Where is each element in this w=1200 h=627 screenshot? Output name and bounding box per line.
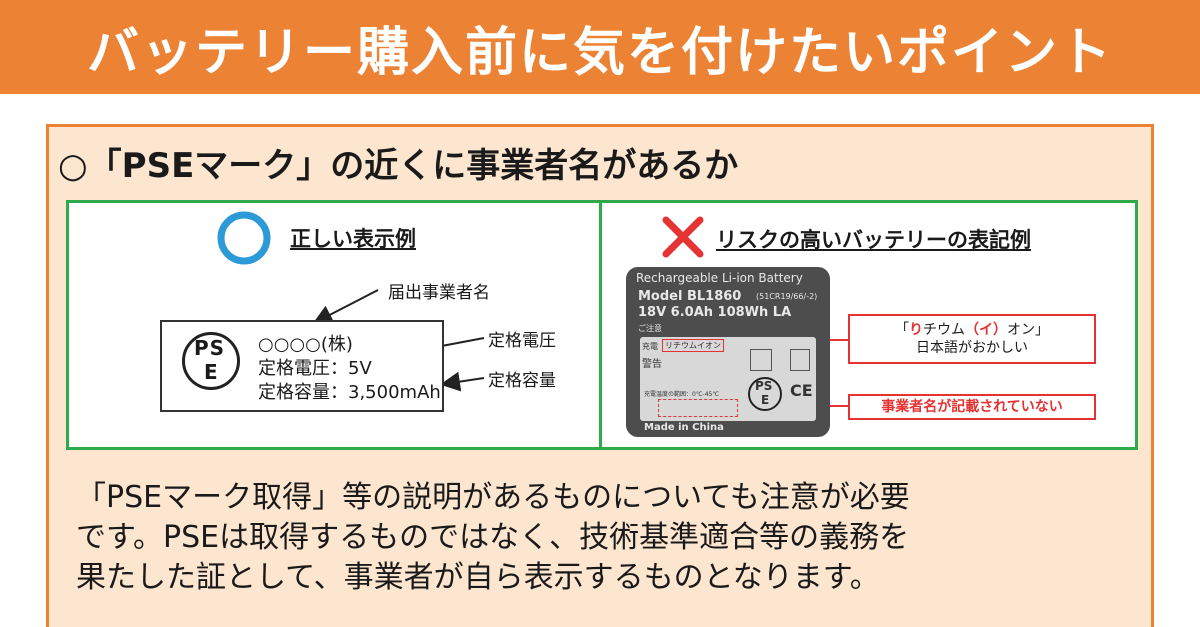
rated-capacity-label: 定格容量 <box>488 371 556 391</box>
correct-example-heading: 正しい表示例 <box>290 227 416 251</box>
battery-pse-bottom: E <box>761 393 770 407</box>
battery-pse-top: PS <box>755 379 773 393</box>
battery-model-text: Model BL1860 <box>638 289 742 304</box>
callout-strange-japanese: 日本語がおかしい <box>916 340 1028 356</box>
battery-charge-text: 充電 <box>642 342 658 351</box>
made-in-text: Made in China <box>644 422 724 433</box>
bin-icon <box>790 349 810 371</box>
japanese-error-callout: 「りチウム（イ）オン」 日本語がおかしい <box>848 314 1096 364</box>
cross-ng-icon <box>662 216 704 258</box>
battery-type-text: Rechargeable Li-ion Battery <box>636 271 803 285</box>
explanation-line-3: 果たした証として、事業者が自ら表示するものとなります。 <box>76 560 880 595</box>
comparison-divider <box>599 200 602 450</box>
recycle-icon <box>750 349 772 371</box>
pse-mark-top: PS <box>194 336 226 360</box>
explanation-line-1: 「PSEマーク取得」等の説明があるものについても注意が必要 <box>76 480 910 515</box>
risky-example-heading: リスクの高いバッテリーの表記例 <box>716 228 1031 252</box>
battery-model-sub: (51CR19/66/-2) <box>756 292 818 301</box>
explanation-paragraph: 「PSEマーク取得」等の説明があるものについても注意が必要 です。PSEは取得す… <box>76 478 1136 598</box>
battery-caution-text: ご注意 <box>638 324 662 333</box>
missing-business-name-callout: 事業者名が記載されていない <box>848 394 1096 420</box>
battery-warning-text: 警告 <box>642 359 662 370</box>
pse-mark-bottom: E <box>204 360 218 384</box>
circle-ok-icon <box>217 211 271 265</box>
sample-rated-capacity: 定格容量：3,500mAh <box>258 382 441 403</box>
rated-voltage-label: 定格電圧 <box>488 331 556 351</box>
battery-temp-text: 充電温度の範囲：0℃-45℃ <box>644 391 720 398</box>
header-banner: バッテリー購入前に気を付けたいポイント <box>0 0 1200 94</box>
sample-company-name: ○○○○(株) <box>258 334 353 355</box>
callout-lithium-line: 「りチウム（イ）オン」 <box>895 322 1049 338</box>
ce-mark: CE <box>790 381 813 400</box>
battery-rating-text: 18V 6.0Ah 108Wh LA <box>638 305 792 320</box>
sample-rated-voltage: 定格電圧：5V <box>258 358 372 379</box>
battery-photo: Rechargeable Li-ion Battery Model BL1860… <box>626 267 830 437</box>
battery-lithium-text: リチウムイオン <box>662 339 724 352</box>
battery-label-area: 充電 リチウムイオン 警告 充電温度の範囲：0℃-45℃ PS E CE <box>640 337 816 421</box>
page-title: バッテリー購入前に気を付けたいポイント <box>86 22 1113 83</box>
pse-mark-circle <box>182 332 240 390</box>
missing-name-highlight <box>658 399 738 417</box>
notifier-label: 届出事業者名 <box>388 283 490 303</box>
section-title: ○「PSEマーク」の近くに事業者名があるか <box>58 146 739 186</box>
battery-pse-circle <box>748 377 782 411</box>
explanation-line-2: です。PSEは取得するものではなく、技術基準適合等の義務を <box>76 520 910 555</box>
